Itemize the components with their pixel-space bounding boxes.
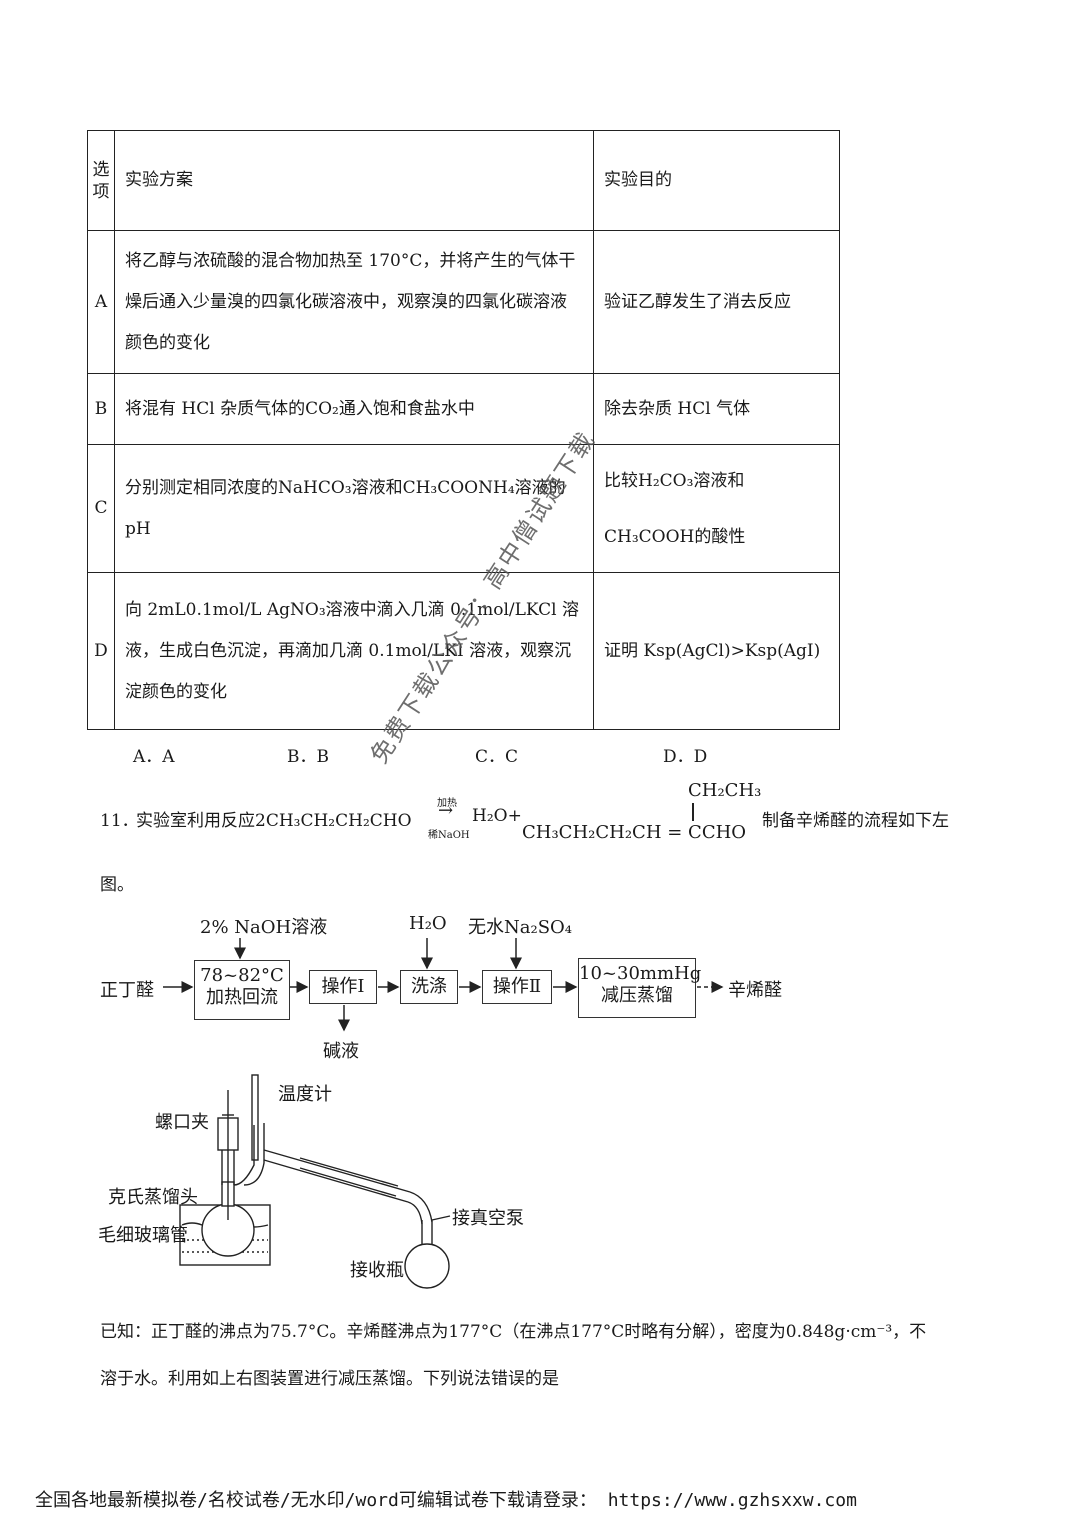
row-goal: 验证乙醇发生了消去反应 [593,230,840,374]
table-row: C 分别测定相同浓度的NaHCO₃溶液和CH₃COONH₄溶液的 pH 比较H₂… [87,444,840,573]
header-plan: 实验方案 [114,130,594,231]
choice-c[interactable]: C．C [475,747,519,767]
flow-box-reflux-temp: 78~82°C [200,965,284,986]
row-goal: 除去杂质 HCl 气体 [593,373,840,445]
row-option: D [87,572,115,730]
question-tail-2: 图。 [100,875,134,895]
table-row: B 将混有 HCl 杂质气体的CO₂通入饱和食盐水中 除去杂质 HCl 气体 [87,373,840,445]
condition-top: 加热 [437,798,457,809]
row-plan: 向 2mL0.1mol/L AgNO₃溶液中滴入几滴 0.1mol/LKCl 溶… [114,572,594,730]
choice-b[interactable]: B．B [287,747,329,767]
choice-d[interactable]: D．D [663,747,708,767]
label-capillary: 毛细玻璃管 [98,1225,188,1246]
flow-waste: 碱液 [323,1041,359,1062]
label-receiver: 接收瓶 [350,1260,404,1281]
footer-download-notice: 全国各地最新模拟卷/名校试卷/无水印/word可编辑试卷下载请登录： https… [35,1490,857,1511]
known-line-2: 溶于水。利用如上右图装置进行减压蒸馏。下列说法错误的是 [100,1369,559,1389]
flow-reagent-na2so4: 无水Na₂SO₄ [468,917,573,938]
flow-box-reflux: 78~82°C 加热回流 [194,960,290,1020]
apparatus-drawing [179,1074,451,1289]
flow-box-op1: 操作Ⅰ [309,970,377,1004]
known-line-1: 已知：正丁醛的沸点为75.7°C。辛烯醛沸点为177°C（在沸点177°C时略有… [100,1322,927,1342]
experiment-table: 选项 实验方案 实验目的 A 将乙醇与浓硫酸的混合物加热至 170°C，并将产生… [87,130,840,730]
branch-bond [692,803,694,821]
flow-reagent-naoh: 2% NaOH溶液 [200,917,328,938]
row-goal: 证明 Ksp(AgCl)>Ksp(AgI) [593,572,840,730]
flow-box-reflux-label: 加热回流 [206,987,278,1008]
row-plan: 将混有 HCl 杂质气体的CO₂通入饱和食盐水中 [114,373,594,445]
row-plan: 将乙醇与浓硫酸的混合物加热至 170°C，并将产生的气体干燥后通入少量溴的四氯化… [114,230,594,374]
row-plan: 分别测定相同浓度的NaHCO₃溶液和CH₃COONH₄溶液的 pH [114,444,594,573]
label-clamp: 螺口夹 [155,1112,209,1133]
header-option: 选项 [87,130,115,231]
product-formula: CH₃CH₂CH₂CH = CCHO [522,822,747,843]
table-header-row: 选项 实验方案 实验目的 [87,130,840,231]
flow-end: 辛烯醛 [728,980,782,1001]
choice-a[interactable]: A．A [133,747,175,767]
row-goal: 比较H₂CO₃溶液和CH₃COOH的酸性 [593,444,840,573]
flow-box-wash: 洗涤 [400,970,458,1004]
flow-reagent-water: H₂O [409,913,447,934]
water-term: H₂O+ [472,806,522,826]
table-row: A 将乙醇与浓硫酸的混合物加热至 170°C，并将产生的气体干燥后通入少量溴的四… [87,230,840,374]
product-branch: CH₂CH₃ [688,780,762,801]
question-intro: 实验室利用反应2CH₃CH₂CH₂CHO [136,811,412,831]
question-tail: 制备辛烯醛的流程如下左 [762,811,949,831]
question-number: 11． [100,811,139,831]
reaction-arrow: → [438,800,454,821]
header-goal: 实验目的 [593,130,840,231]
label-claisen-head: 克氏蒸馏头 [108,1187,198,1208]
flow-box-distill: 10~30mmHg 减压蒸馏 [578,958,702,1018]
label-thermometer: 温度计 [278,1084,332,1105]
flow-box-distill-label: 减压蒸馏 [601,985,673,1006]
table-row: D 向 2mL0.1mol/L AgNO₃溶液中滴入几滴 0.1mol/LKCl… [87,572,840,730]
flow-start: 正丁醛 [100,980,154,1001]
condition-bottom: 稀NaOH [428,830,470,841]
flow-box-distill-pressure: 10~30mmHg [579,963,702,984]
flow-arrows [163,938,724,1032]
row-option: B [87,373,115,445]
flow-box-op2: 操作Ⅱ [482,970,552,1004]
label-vacuum-pump: 接真空泵 [452,1208,524,1229]
